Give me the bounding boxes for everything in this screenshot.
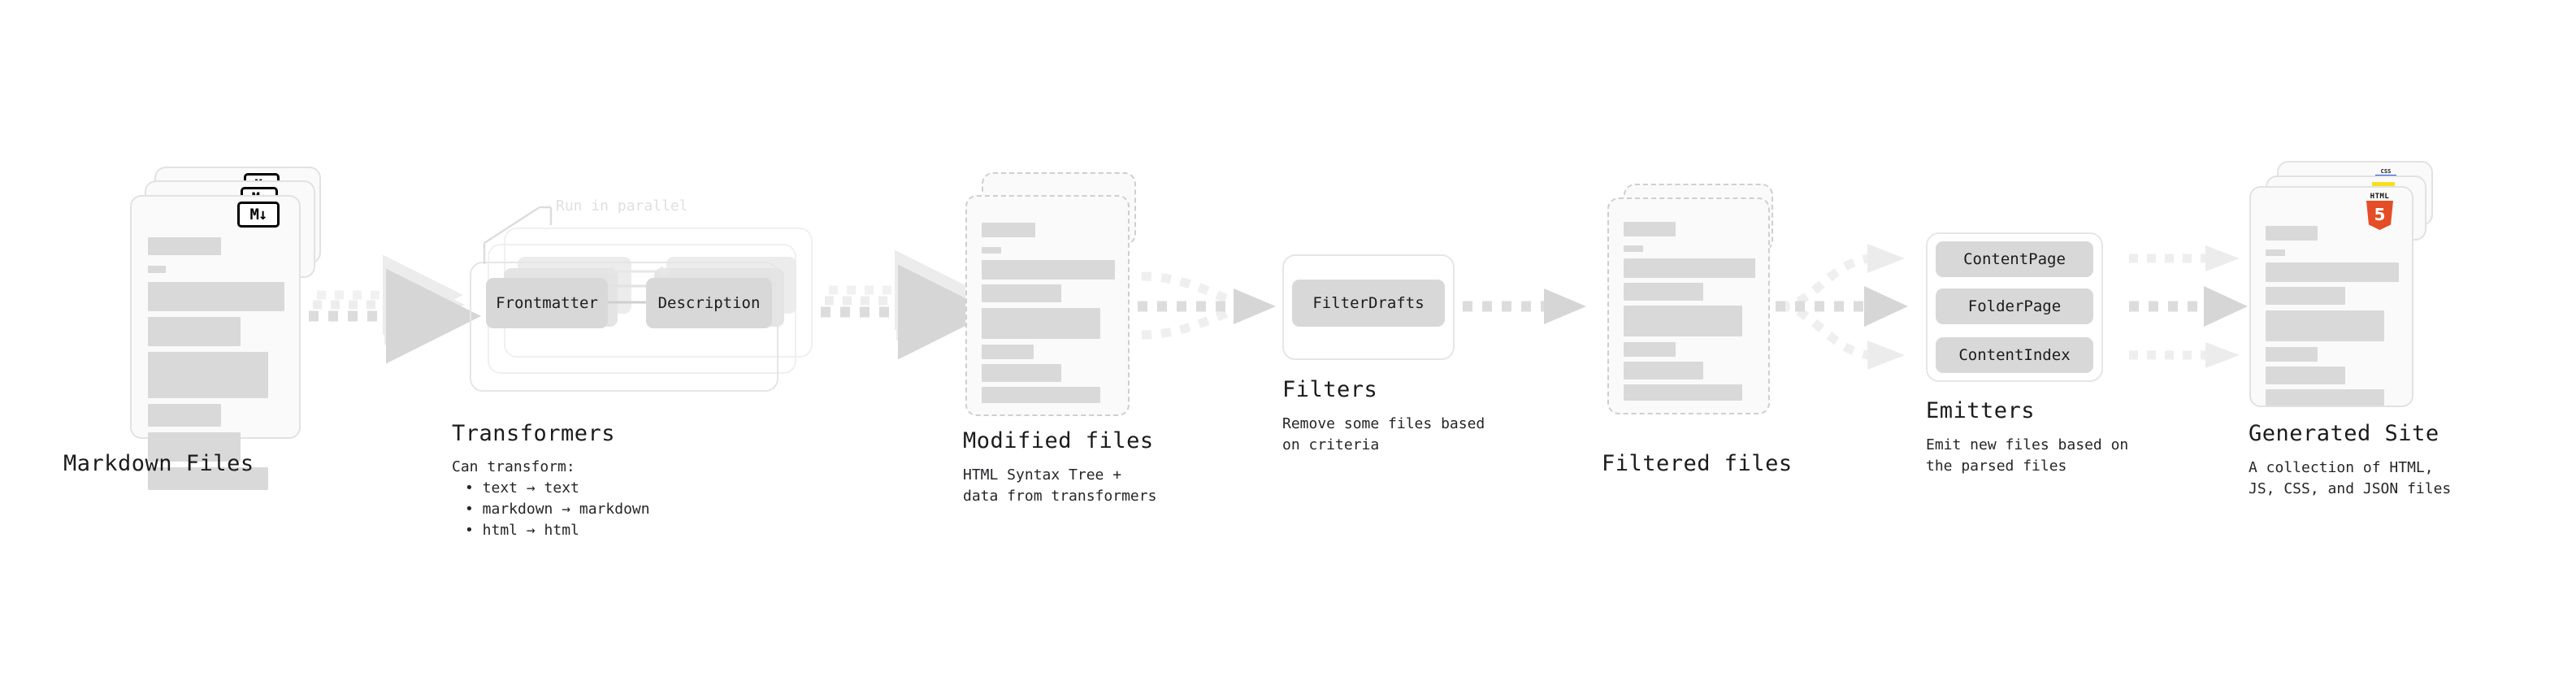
doc-line <box>982 387 1100 403</box>
doc-line <box>982 223 1035 237</box>
stage-title-modified-files: Modified files <box>963 428 1154 453</box>
doc-line <box>2266 310 2384 341</box>
transformers-bullet-0: • text → text <box>465 479 579 497</box>
filters-pill-filterdrafts[interactable]: FilterDrafts <box>1292 280 1445 327</box>
stage-title-filtered-files: Filtered files <box>1602 451 1793 476</box>
doc-line <box>148 317 241 346</box>
doc-line <box>1624 362 1703 380</box>
transformers-bullet-2: • html → html <box>465 522 579 539</box>
doc-line <box>982 284 1061 302</box>
run-in-parallel-leader-line <box>483 206 553 264</box>
stage-subtitle-generated-site: A collection of HTML, JS, CSS, and JSON … <box>2249 459 2452 497</box>
doc-line <box>2266 287 2345 305</box>
connector-emitters-to-site <box>2129 245 2248 368</box>
doc-line <box>1624 306 1742 336</box>
emitters-pill-contentindex[interactable]: ContentIndex <box>1936 337 2093 373</box>
html5-badge-shield <box>2366 201 2393 230</box>
doc-line <box>148 237 221 255</box>
filtered-file-sheet-front <box>1607 197 1770 414</box>
stage-subtitle-filters: Remove some files based on criteria <box>1282 415 1485 453</box>
stage-subtitle-transformers: Can transform: <box>452 458 575 475</box>
transformer-shell-front <box>470 262 778 392</box>
connector-modified-to-filters <box>1138 271 1276 340</box>
doc-line <box>2266 347 2318 362</box>
emitters-pill-folderpage[interactable]: FolderPage <box>1936 288 2093 324</box>
stage-title-emitters: Emitters <box>1926 398 2036 423</box>
doc-line <box>1624 384 1742 401</box>
run-in-parallel-label: Run in parallel <box>556 197 688 215</box>
stage-title-filters: Filters <box>1282 377 1378 402</box>
stage-title-markdown-files: Markdown Files <box>63 451 254 476</box>
markdown-file-sheet-front <box>130 195 301 490</box>
connector-filters-to-filtered <box>1463 288 1586 324</box>
markdown-badge-icon: M↓ <box>237 202 280 228</box>
doc-line <box>1624 222 1676 236</box>
transformers-bullet-1: • markdown → markdown <box>465 501 650 518</box>
connector-filtered-to-emitters <box>1776 244 1908 370</box>
transformer-pill-description[interactable]: Description <box>646 278 772 328</box>
doc-line <box>1624 283 1703 301</box>
doc-line <box>148 352 268 398</box>
doc-line <box>982 247 1001 254</box>
html5-badge-icon: HTML <box>2366 193 2393 230</box>
doc-line <box>1624 342 1676 357</box>
doc-line <box>2266 262 2399 282</box>
stage-subtitle-emitters: Emit new files based on the parsed files <box>1926 436 2129 475</box>
doc-line <box>982 260 1115 280</box>
css-badge-word: CSS <box>2380 168 2392 175</box>
doc-line <box>2266 226 2318 241</box>
transformer-pill-frontmatter[interactable]: Frontmatter <box>486 278 608 328</box>
doc-line <box>982 308 1100 339</box>
doc-line <box>148 282 284 311</box>
doc-line <box>1624 258 1755 278</box>
doc-line <box>148 266 166 273</box>
doc-line <box>982 345 1034 359</box>
doc-line <box>2266 389 2384 406</box>
connector-transformers-to-modified <box>821 249 993 360</box>
stage-title-generated-site: Generated Site <box>2249 421 2439 446</box>
doc-line <box>2266 249 2285 256</box>
doc-line <box>148 432 241 462</box>
stage-subtitle-modified-files: HTML Syntax Tree + data from transformer… <box>963 466 1157 505</box>
html5-badge-word: HTML <box>2370 193 2390 201</box>
modified-file-sheet-front <box>965 195 1130 416</box>
connector-markdown-to-transformers <box>309 254 481 364</box>
emitters-pill-contentpage[interactable]: ContentPage <box>1936 241 2093 277</box>
doc-line <box>2266 367 2345 384</box>
doc-line <box>148 404 221 427</box>
doc-line <box>1624 245 1643 252</box>
doc-line <box>148 467 268 490</box>
doc-line <box>982 364 1061 382</box>
stage-title-transformers: Transformers <box>452 421 616 446</box>
